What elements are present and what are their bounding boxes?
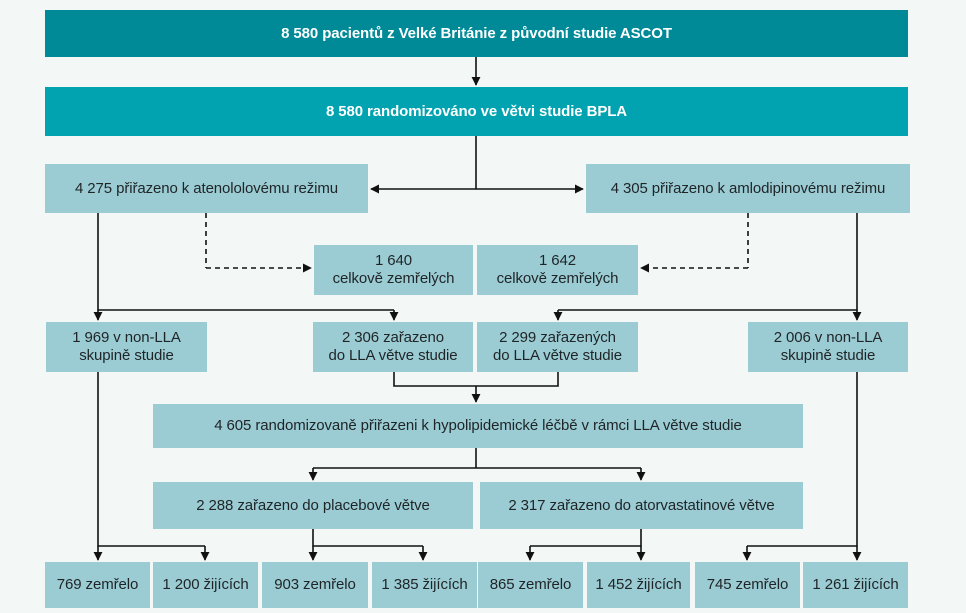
box-bpla-randomized: 8 580 randomizováno ve větvi studie BPLA: [45, 87, 908, 136]
box-atorvastatin-label: 2 317 zařazeno do atorvastatinové větve: [508, 496, 775, 514]
lla-right-line1: 2 299 zařazených: [499, 329, 616, 346]
box-outcome-alive-nonlla-left: 1 200 žijících: [153, 562, 258, 608]
outcome-label: 1 261 žijících: [812, 576, 899, 593]
box-lla-left: 2 306 zařazeno do LLA větve studie: [313, 322, 473, 372]
box-deaths-atenolol: 1 640 celkově zemřelých: [314, 245, 473, 295]
box-ascot-total: 8 580 pacientů z Velké Británie z původn…: [45, 10, 908, 57]
box-amlodipine-regimen: 4 305 přiřazeno k amlodipinovému režimu: [586, 164, 910, 213]
box-outcome-died-atorvastatin: 865 zemřelo: [478, 562, 583, 608]
outcome-label: 1 200 žijících: [162, 576, 249, 593]
box-lla-randomized-label: 4 605 randomizovaně přiřazeni k hypolipi…: [214, 417, 742, 434]
outcome-label: 745 zemřelo: [706, 576, 789, 593]
outcome-label: 1 452 žijících: [595, 576, 682, 593]
solid-arrows: [93, 57, 862, 561]
box-lla-randomized: 4 605 randomizovaně přiřazeni k hypolipi…: [153, 404, 803, 448]
box-lla-right: 2 299 zařazených do LLA větve studie: [477, 322, 638, 372]
outcome-label: 903 zemřelo: [274, 576, 356, 593]
lla-left-line2: do LLA větve studie: [328, 347, 458, 364]
dashed-arrows: [205, 213, 749, 273]
box-bpla-randomized-label: 8 580 randomizováno ve větvi studie BPLA: [325, 102, 628, 120]
outcome-label: 865 zemřelo: [489, 576, 572, 593]
non-lla-left-line2: skupině studie: [79, 347, 174, 364]
box-non-lla-left: 1 969 v non-LLA skupině studie: [46, 322, 207, 372]
deaths-amlodipine-label: celkově zemřelých: [496, 270, 619, 287]
box-non-lla-right: 2 006 v non-LLA skupině studie: [748, 322, 908, 372]
non-lla-left-line1: 1 969 v non-LLA: [72, 329, 181, 346]
box-outcome-died-nonlla-left: 769 zemřelo: [45, 562, 150, 608]
box-deaths-amlodipine: 1 642 celkově zemřelých: [477, 245, 638, 295]
box-amlodipine-regimen-label: 4 305 přiřazeno k amlodipinovému režimu: [610, 179, 886, 197]
box-ascot-total-label: 8 580 pacientů z Velké Británie z původn…: [281, 24, 672, 42]
non-lla-right-line1: 2 006 v non-LLA: [773, 329, 883, 346]
box-outcome-alive-nonlla-right: 1 261 žijících: [803, 562, 908, 608]
box-outcome-alive-atorvastatin: 1 452 žijících: [587, 562, 690, 608]
outcome-label: 1 385 žijících: [381, 576, 468, 593]
box-outcome-died-placebo: 903 zemřelo: [262, 562, 368, 608]
box-atenolol-regimen-label: 4 275 přiřazeno k atenololovému režimu: [74, 179, 338, 197]
box-atorvastatin: 2 317 zařazeno do atorvastatinové větve: [480, 482, 803, 529]
deaths-atenolol-count: 1 640: [374, 252, 413, 269]
box-outcome-died-nonlla-right: 745 zemřelo: [695, 562, 800, 608]
box-placebo-label: 2 288 zařazeno do placebové větve: [196, 496, 430, 514]
non-lla-right-line2: skupině studie: [780, 347, 876, 364]
lla-right-line2: do LLA větve studie: [492, 347, 623, 364]
outcome-label: 769 zemřelo: [56, 576, 139, 593]
box-atenolol-regimen: 4 275 přiřazeno k atenololovému režimu: [45, 164, 368, 213]
box-outcome-alive-placebo: 1 385 žijících: [372, 562, 477, 608]
box-placebo: 2 288 zařazeno do placebové větve: [153, 482, 473, 529]
deaths-amlodipine-count: 1 642: [538, 252, 577, 269]
lla-left-line1: 2 306 zařazeno: [341, 329, 444, 346]
deaths-atenolol-label: celkově zemřelých: [332, 270, 455, 287]
